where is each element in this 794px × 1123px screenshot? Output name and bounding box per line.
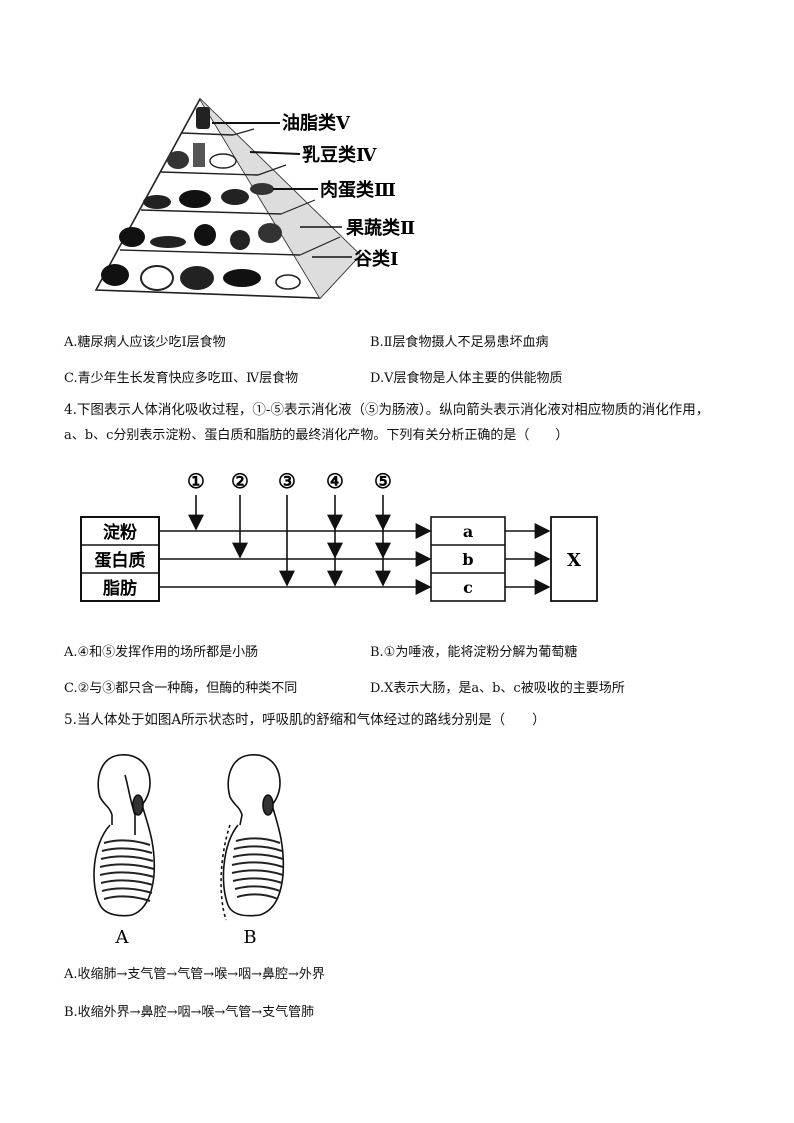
- pyramid-label-grain: 谷类Ⅰ: [354, 248, 398, 270]
- vegetable-icon: [119, 227, 145, 247]
- breathing-figures: A B: [93, 754, 285, 948]
- pyramid-label-oil: 油脂类Ⅴ: [282, 112, 351, 134]
- substance-fat: 脂肪: [103, 578, 137, 599]
- food-pyramid-figure: 油脂类Ⅴ 乳豆类Ⅳ 肉蛋类Ⅲ 果蔬类Ⅱ 谷类Ⅰ: [94, 97, 415, 299]
- fluid-1: ①: [187, 469, 205, 493]
- product-b: b: [462, 550, 473, 569]
- pyramid-label-dairy: 乳豆类Ⅳ: [302, 144, 377, 166]
- q4-stem-line1: 4.下图表示人体消化吸收过程，①-⑤表示消化液（⑤为肠液）。纵向箭头表示消化液对…: [64, 402, 710, 418]
- fluid-3: ③: [278, 469, 296, 493]
- figure-label-a: A: [115, 927, 130, 948]
- product-a: a: [463, 522, 473, 541]
- x-box: [550, 516, 598, 602]
- product-c: c: [463, 578, 473, 597]
- q3-option-b[interactable]: B.Ⅱ层食物摄人不足易患坏血病: [370, 335, 549, 350]
- q4-option-d[interactable]: D.X表示大肠，是a、b、c被吸收的主要场所: [370, 681, 625, 696]
- grain-icon: [101, 264, 129, 286]
- figure-b-torso: [220, 754, 285, 921]
- q3-option-d[interactable]: D.Ⅴ层食物是人体主要的供能物质: [370, 371, 563, 386]
- digestion-diagram: 淀粉 蛋白质 脂肪 ① ② ③ ④ ⑤ a b c X: [80, 469, 598, 602]
- figure-a-torso: [93, 754, 156, 917]
- fluid-5: ⑤: [374, 469, 392, 493]
- pyramid-label-fruit-veg: 果蔬类Ⅱ: [345, 217, 415, 239]
- q3-option-a[interactable]: A.糖尿病人应该少吃Ⅰ层食物: [64, 335, 226, 350]
- substances-box: [80, 516, 160, 602]
- q4-option-b[interactable]: B.①为唾液，能将淀粉分解为葡萄糖: [370, 645, 578, 660]
- q3-option-c[interactable]: C.青少年生长发育快应多吃Ⅲ、Ⅳ层食物: [64, 371, 299, 386]
- oil-bottle-icon: [196, 107, 210, 129]
- x-label: X: [567, 550, 581, 571]
- milk-icon: [167, 151, 189, 169]
- products-box: [430, 516, 506, 602]
- figure-label-b: B: [243, 927, 256, 948]
- q5-option-b[interactable]: B.收缩外界→鼻腔→咽→喉→气管→支气管肺: [64, 1005, 315, 1020]
- q5-stem: 5.当人体处于如图A所示状态时，呼吸肌的舒缩和气体经过的路线分别是（ ）: [64, 712, 546, 728]
- q4-option-c[interactable]: C.②与③都只含一种酶，但酶的种类不同: [64, 681, 298, 696]
- q4-option-a[interactable]: A.④和⑤发挥作用的场所都是小肠: [64, 645, 259, 660]
- pyramid-label-meat: 肉蛋类Ⅲ: [320, 179, 396, 201]
- substance-starch: 淀粉: [103, 522, 137, 543]
- fluid-2: ②: [231, 469, 249, 493]
- fluid-4: ④: [326, 469, 344, 493]
- q4-stem-line2: a、b、c分别表示淀粉、蛋白质和脂肪的最终消化产物。下列有关分析正确的是（ ）: [64, 428, 569, 443]
- meat-icon: [143, 195, 171, 209]
- q5-option-a[interactable]: A.收缩肺→支气管→气管→喉→咽→鼻腔→外界: [64, 967, 325, 982]
- substance-protein: 蛋白质: [95, 550, 146, 571]
